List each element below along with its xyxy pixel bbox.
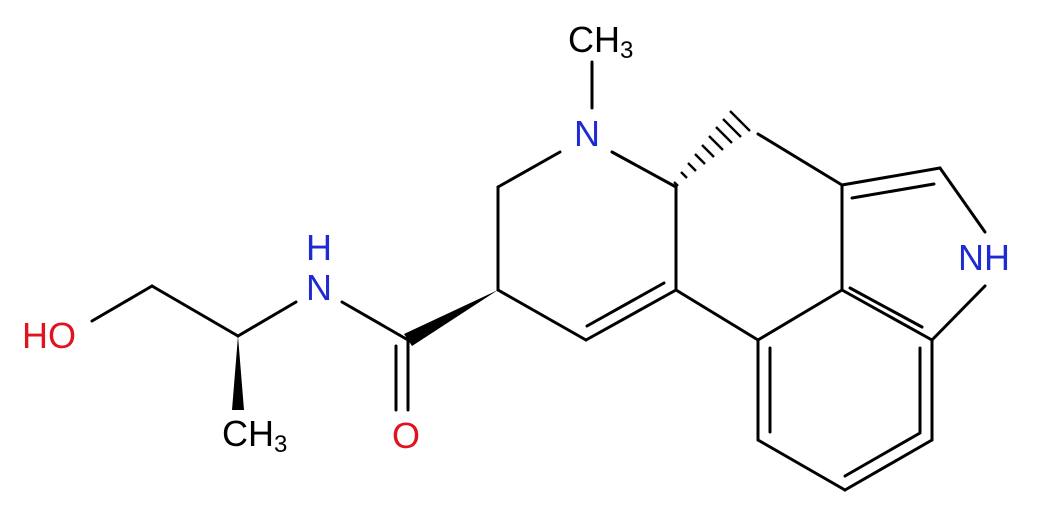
bond-n1-c15 (930, 284, 987, 342)
bond-lines (90, 60, 987, 492)
bond-c15-c16 (840, 288, 934, 342)
ring-nitrogen-label: N (574, 113, 600, 154)
amide-nitrogen-label: N (306, 267, 332, 308)
bond-c8-c9 (496, 288, 588, 342)
wedge-chiral-methyl (232, 336, 244, 410)
atom-labels: CH3 N NH N H HO CH3 O (22, 19, 1010, 458)
amide-hydrogen-label: H (306, 227, 332, 268)
bond-n-ch2 (496, 150, 562, 189)
carbonyl-oxygen-label: O (392, 415, 420, 456)
bond-c15-c16-double (848, 286, 924, 329)
bond-c2-n1 (938, 166, 987, 234)
bond-c9-c10-double (585, 281, 666, 328)
bond-ch2-oh (90, 284, 154, 323)
bond-c13-c14-double (843, 431, 922, 478)
bond-ch2-c4-c3 (756, 132, 844, 187)
bond-n-chiral (236, 300, 298, 338)
wedge-c8-carbonyl (404, 290, 498, 346)
bond-n-c5 (610, 150, 678, 189)
bond-carbonyl-n (340, 300, 410, 342)
bond-chiral-ch2 (150, 284, 240, 338)
indole-nh-label: NH (958, 237, 1010, 278)
methyl-label-side: CH3 (222, 413, 287, 458)
bond-c11-c16 (756, 288, 844, 342)
hashed-bond-c5 (673, 110, 751, 187)
bond-c3-c2 (840, 166, 942, 187)
bond-c12-c13 (756, 438, 847, 492)
bond-c13-c14 (843, 438, 934, 492)
bond-c9-c10 (584, 288, 678, 342)
bond-c10-c11 (674, 288, 760, 342)
hydroxyl-label: HO (22, 315, 76, 356)
bond-c3-c2-double (850, 182, 936, 200)
methyl-label-top: CH3 (568, 19, 633, 64)
